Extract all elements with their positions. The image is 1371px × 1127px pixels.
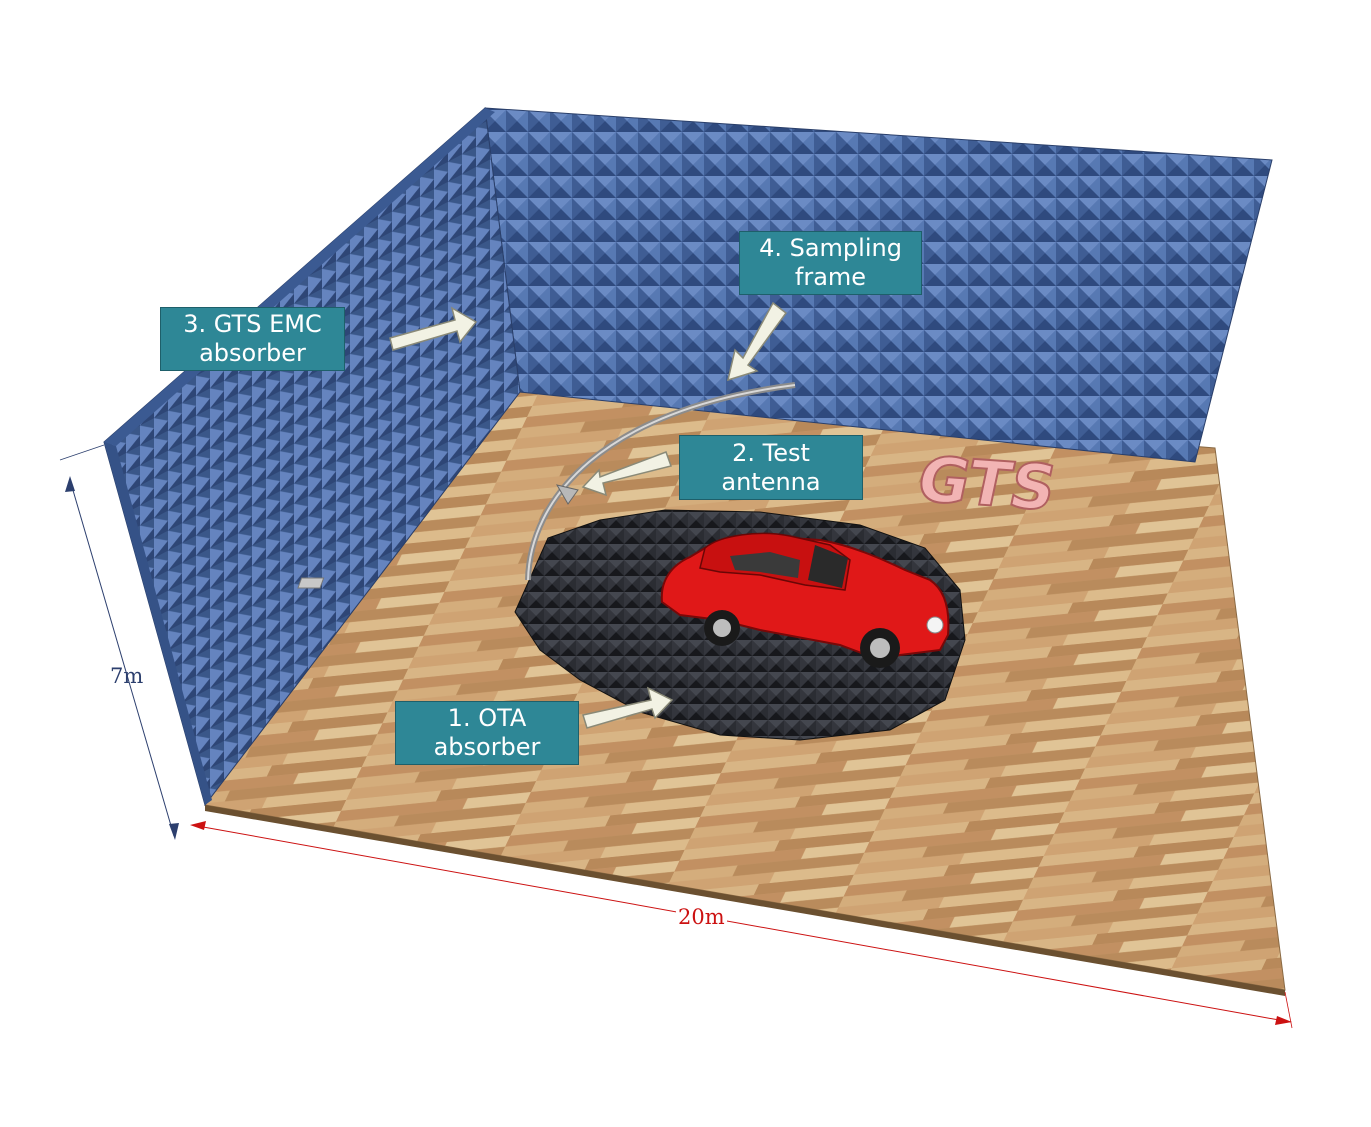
floor-edge [205,805,1285,996]
width-dimension-label: 20m [676,905,727,929]
height-arrow-top [65,476,75,492]
sampling-frame-highlight [527,384,796,581]
label-test-antenna: 2. Test antenna [679,435,863,500]
width-arrow-left [190,821,206,830]
car-front-hub [870,638,890,658]
height-dimension-label: 7m [110,664,144,688]
width-arrow-right [1275,1016,1292,1025]
label-gts-emc-absorber-line2: absorber [199,339,306,367]
label-test-antenna-line1: 2. Test [732,438,810,467]
frame-base [297,577,325,589]
height-dimension-line [69,479,175,837]
label-test-antenna-line2: antenna [721,467,821,496]
width-dimension-line [191,824,1291,1023]
car-windshield [808,545,848,588]
left-wall-front-face [104,442,212,805]
label-gts-emc-absorber: 3. GTS EMC absorber [160,307,345,371]
car-headlight [926,616,944,634]
label-sampling-frame-line2: frame [794,263,867,291]
pointer-arrow-ota [582,686,674,729]
height-extension-top [59,444,105,461]
label-sampling-frame-line1: 4. Sampling [759,234,902,262]
label-gts-emc-absorber-line1: 3. GTS EMC [183,310,322,338]
label-ota-absorber-line2: absorber [433,733,541,761]
label-ota-absorber: 1. OTA absorber [395,701,579,765]
pointer-arrow-frame [726,301,788,382]
label-sampling-frame: 4. Sampling frame [739,231,922,295]
label-ota-absorber-line1: 1. OTA [447,704,527,732]
height-arrow-bottom [169,823,179,840]
car-rear-hub [713,619,731,637]
test-antenna [555,484,579,505]
pointer-arrow-antenna [581,451,672,497]
car [660,532,950,668]
floor-logo: GTS [911,443,1063,524]
car-side-window [730,552,800,578]
width-extension-right [1284,991,1293,1029]
pointer-arrow-emc [389,306,478,351]
